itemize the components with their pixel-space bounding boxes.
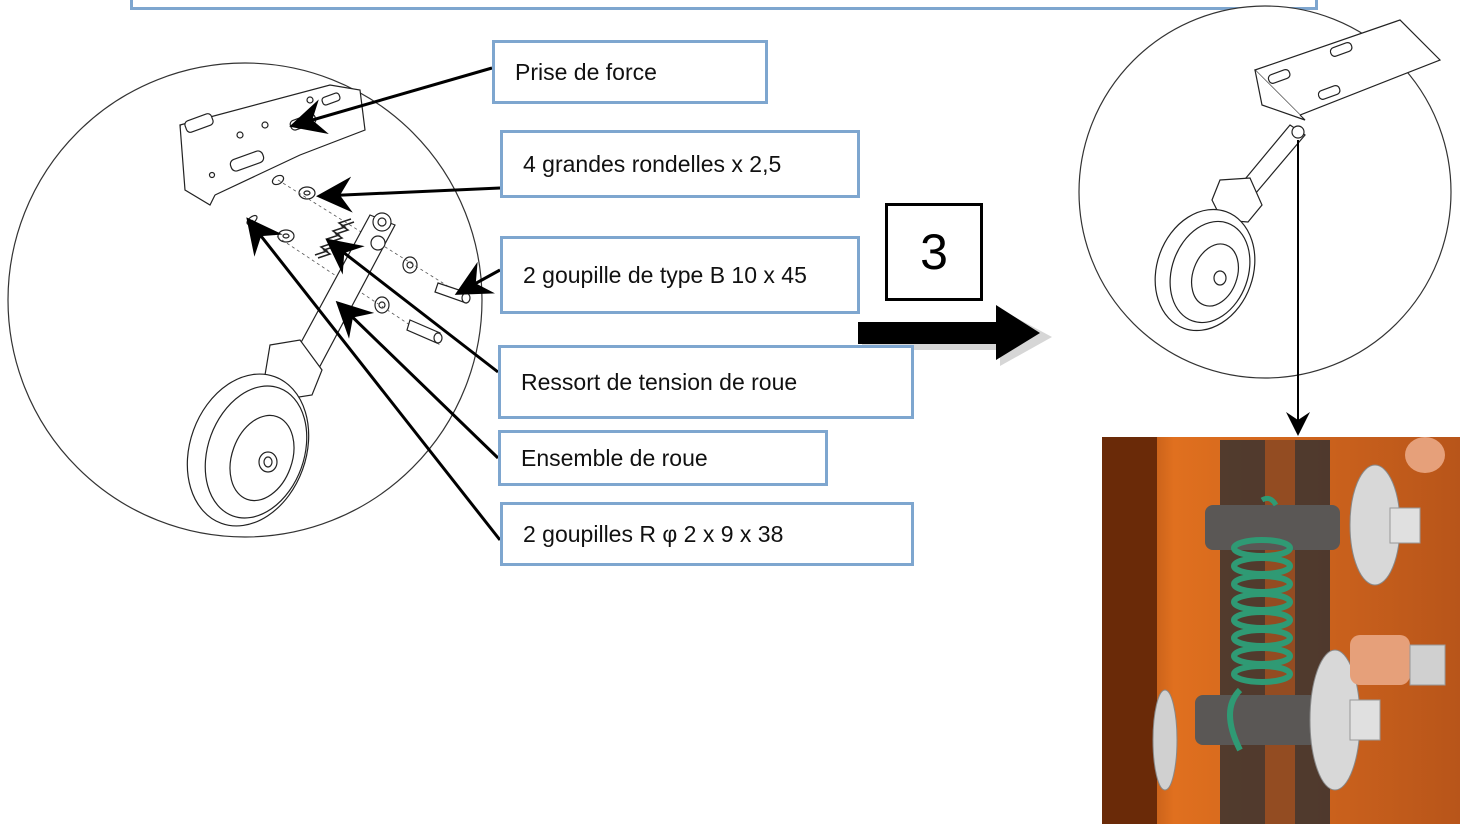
label-ensemble-roue: Ensemble de roue <box>498 430 828 486</box>
step-arrow <box>858 305 1052 366</box>
assembled-view-circle <box>1078 5 1452 379</box>
step-number: 3 <box>920 224 948 280</box>
label-text: 2 goupilles R φ 2 x 9 x 38 <box>523 520 784 547</box>
label-ressort: Ressort de tension de roue <box>498 345 914 419</box>
spring-detail-photo <box>1102 437 1460 824</box>
pin-parts <box>406 282 471 344</box>
step-number-box: 3 <box>885 203 983 301</box>
label-text: 4 grandes rondelles x 2,5 <box>523 150 782 177</box>
leader-arrows <box>246 66 1310 541</box>
top-banner-frame <box>130 0 1318 10</box>
label-goupille-b: 2 goupille de type B 10 x 45 <box>500 236 860 314</box>
label-text: Ressort de tension de roue <box>521 368 798 395</box>
label-rondelles: 4 grandes rondelles x 2,5 <box>500 130 860 198</box>
label-text: 2 goupille de type B 10 x 45 <box>523 261 807 288</box>
wheel-part <box>186 373 310 527</box>
exploded-view-circle <box>7 62 483 538</box>
label-text: Ensemble de roue <box>521 444 708 471</box>
label-text: Prise de force <box>515 58 657 85</box>
label-prise-de-force: Prise de force <box>492 40 768 104</box>
label-goupilles-r: 2 goupilles R φ 2 x 9 x 38 <box>500 502 914 566</box>
